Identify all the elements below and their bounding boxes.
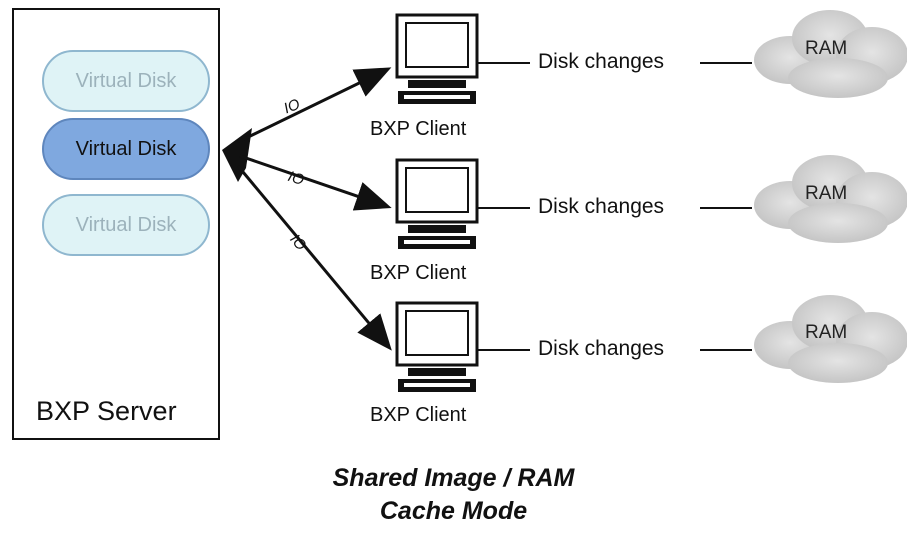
computer-icon [395, 158, 479, 249]
disk-changes-label: Disk changes [538, 195, 665, 218]
virtual-disk-label: Virtual Disk [75, 213, 177, 236]
computer-icon [395, 301, 479, 392]
caption-line-1: Shared Image / RAM [332, 464, 575, 492]
virtual-disk-1: Virtual Disk [42, 50, 210, 112]
cloud-icon [754, 155, 907, 243]
arrow-to-client-2 [239, 154, 392, 211]
virtual-disk-label: Virtual Disk [75, 137, 177, 160]
server-label: BXP Server [36, 396, 177, 426]
arrow-to-client-1 [237, 67, 392, 144]
virtual-disk-3: Virtual Disk [42, 194, 210, 256]
ram-label: RAM [805, 38, 848, 59]
caption-line-2: Cache Mode [379, 497, 528, 525]
virtual-disk-2-active: Virtual Disk [42, 118, 210, 180]
client-label: BXP Client [370, 404, 467, 426]
ram-label: RAM [805, 322, 848, 343]
fanout-wedge [222, 128, 252, 182]
arrow-to-client-3 [236, 165, 392, 351]
client-label: BXP Client [370, 118, 467, 140]
ram-label: RAM [805, 183, 848, 204]
cloud-icon [754, 295, 907, 383]
bxp-server-box: Virtual Disk Virtual Disk Virtual Disk B… [12, 8, 220, 440]
client-label: BXP Client [370, 262, 467, 284]
disk-changes-label: Disk changes [538, 337, 665, 360]
cloud-icon [754, 10, 907, 98]
virtual-disk-label: Virtual Disk [75, 69, 177, 92]
computer-icon [395, 13, 479, 104]
disk-changes-label: Disk changes [538, 50, 665, 73]
